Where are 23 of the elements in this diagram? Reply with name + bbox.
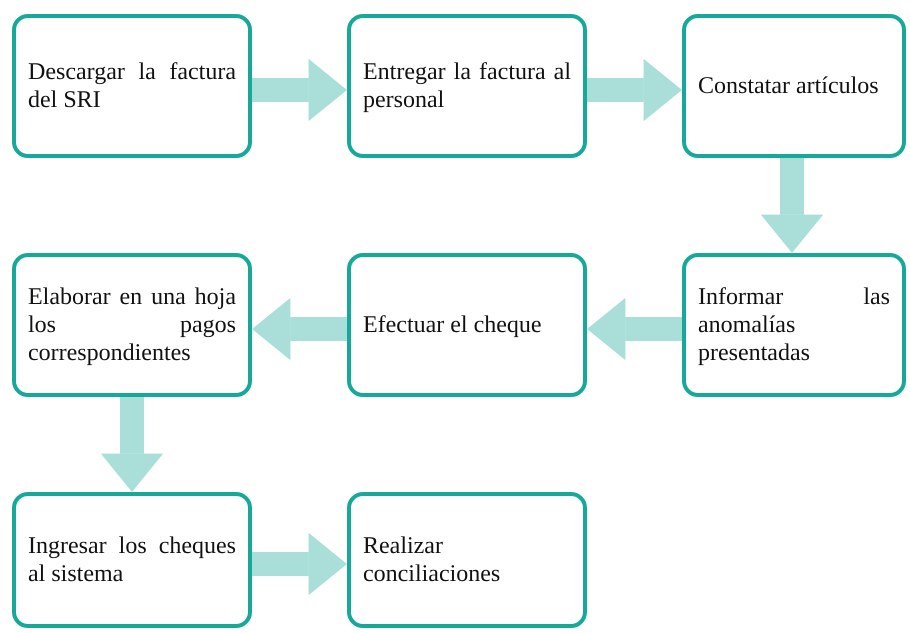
- step-text: Efectuar el cheque: [363, 311, 543, 339]
- step-text: Descargar la factura del SRI: [28, 58, 236, 114]
- process-box: [347, 492, 587, 628]
- process-box: [682, 14, 906, 158]
- process-box: [347, 253, 587, 397]
- arrow: [252, 532, 347, 596]
- process-box: [682, 253, 906, 397]
- step-text: Ingresar los cheques al sistema: [28, 532, 236, 588]
- arrow: [587, 58, 682, 122]
- arrow: [252, 298, 347, 360]
- step-text: Informar las anomalías presentadas: [698, 283, 890, 367]
- arrow: [100, 397, 164, 492]
- process-box: [347, 14, 587, 158]
- process-box: [12, 492, 252, 628]
- step-text: Entregar la factura al personal: [363, 58, 571, 114]
- process-box: [12, 253, 252, 397]
- arrow: [760, 158, 824, 253]
- step-text: Constatar artículos: [698, 72, 880, 100]
- step-text: Realizar conciliaciones: [363, 532, 502, 588]
- arrow: [587, 298, 682, 360]
- step-text: Elaborar en una hoja los pagos correspondientes: [28, 283, 236, 367]
- process-box: [12, 14, 252, 158]
- arrow: [252, 58, 347, 122]
